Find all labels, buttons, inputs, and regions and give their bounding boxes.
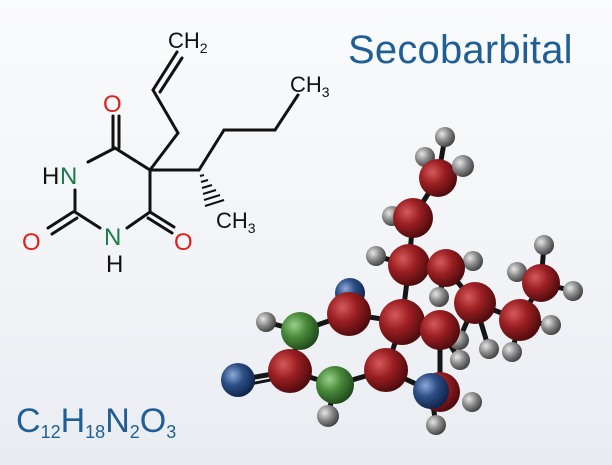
model-atom-carbon: [379, 299, 425, 345]
formula-element-n: N: [105, 402, 130, 440]
model-atom-carbon: [388, 244, 430, 286]
model-atom-hydrogen: [563, 281, 583, 301]
formula-element-o: O: [139, 402, 167, 440]
model-atom-carbon: [499, 299, 541, 341]
model-atom-hydrogen: [479, 339, 499, 359]
model-atom-hydrogen: [463, 251, 483, 271]
model-atom-hydrogen: [366, 246, 386, 266]
nh-hydrogen-left: H: [42, 163, 59, 190]
model-atom-carbon: [420, 310, 460, 350]
model-atom-carbon: [268, 349, 312, 393]
model-atom-hydrogen: [541, 315, 561, 335]
model-atom-carbon: [393, 198, 433, 238]
model-atom-hydrogen: [452, 155, 474, 177]
model-atom-hydrogen: [426, 415, 446, 435]
model-atom-oxygen: [413, 373, 449, 409]
formula-count-h: 18: [85, 422, 106, 442]
formula-count-n: 2: [129, 422, 140, 442]
ch2-label: CH2: [168, 28, 208, 56]
ch3-terminal-label: CH3: [290, 72, 330, 100]
model-atom-hydrogen: [317, 405, 339, 427]
model-atom-carbon: [522, 264, 560, 302]
skeletal-bonds: [46, 50, 300, 236]
model-atom-hydrogen: [462, 392, 482, 412]
model-atom-carbon: [427, 249, 465, 287]
formula-element-c: C: [16, 402, 41, 440]
model-atom-nitrogen: [281, 312, 319, 350]
formula-element-h: H: [60, 402, 86, 440]
model-atom-hydrogen: [534, 235, 554, 255]
model-atom-hydrogen: [256, 312, 276, 332]
model-atom-hydrogen: [450, 350, 470, 370]
nh-nitrogen-bottom: N: [104, 224, 121, 251]
model-atom-carbon: [419, 159, 457, 197]
model-atom-carbon: [364, 348, 408, 392]
nh-nitrogen-left: N: [60, 163, 77, 190]
model-atom-oxygen: [221, 363, 255, 397]
model-atom-hydrogen: [507, 262, 527, 282]
oxygen-label-top: O: [103, 91, 122, 118]
formula-count-o: 3: [166, 422, 177, 442]
model-atom-hydrogen: [502, 342, 522, 362]
model-atom-hydrogen: [435, 127, 455, 147]
compound-title: Secobarbital: [348, 28, 573, 72]
ch3-methyl-label: CH3: [216, 208, 256, 236]
nh-hydrogen-bottom: H: [106, 251, 123, 278]
oxygen-label-left: O: [22, 229, 41, 256]
model-atom-carbon: [327, 292, 371, 336]
formula-count-c: 12: [40, 422, 61, 442]
model-atom-hydrogen: [429, 287, 449, 307]
model-atoms: [221, 127, 583, 435]
model-atom-nitrogen: [316, 366, 354, 404]
hashed-wedge: [199, 174, 225, 207]
model-atom-carbon: [454, 282, 496, 324]
oxygen-label-right: O: [174, 229, 193, 256]
molecular-formula: C12H18N2O3: [16, 402, 176, 443]
